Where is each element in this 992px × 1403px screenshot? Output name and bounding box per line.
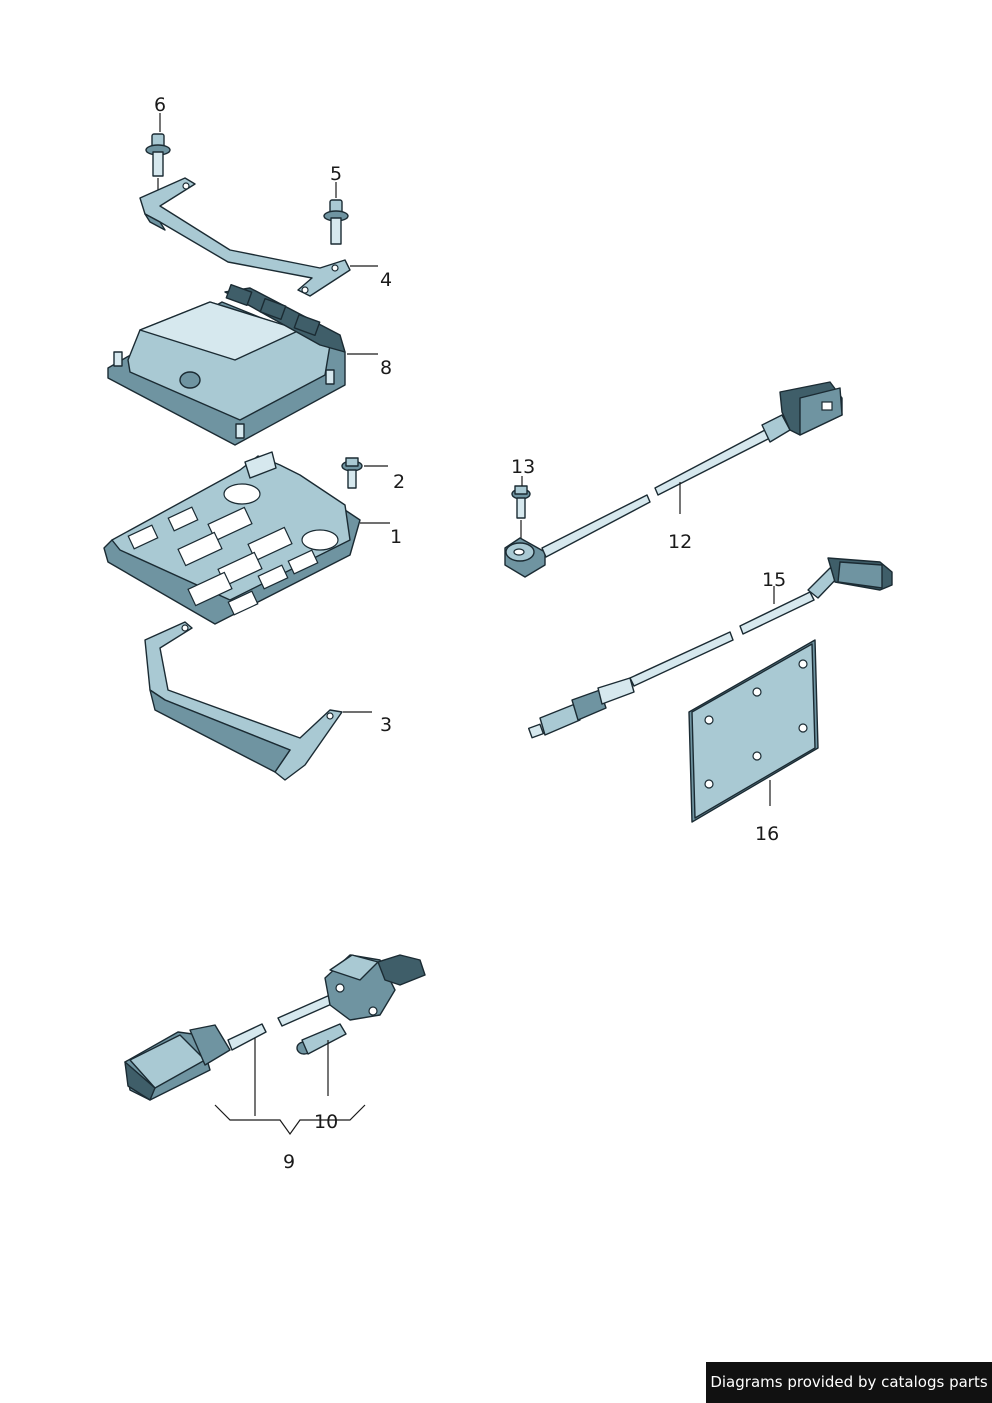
plate-part-16[interactable]	[688, 639, 819, 823]
mounting-tray-part-1[interactable]	[103, 451, 361, 625]
label-5: 5	[330, 163, 342, 185]
label-2: 2	[393, 471, 405, 493]
bolt-part-6[interactable]	[145, 133, 171, 205]
bracket-part-4[interactable]	[139, 177, 351, 297]
label-4: 4	[380, 269, 392, 291]
bolt-part-13[interactable]	[511, 485, 531, 519]
label-16: 16	[755, 823, 779, 845]
screw-part-10[interactable]	[296, 1023, 347, 1055]
screw-part-2[interactable]	[341, 457, 363, 489]
brace-9	[214, 1104, 366, 1136]
label-13: 13	[511, 456, 535, 478]
label-3: 3	[380, 714, 392, 736]
label-8: 8	[380, 357, 392, 379]
label-12: 12	[668, 531, 692, 553]
credit-banner: Diagrams provided by catalogs parts	[706, 1362, 992, 1403]
speed-sensor-part-9[interactable]	[124, 954, 426, 1101]
knock-sensor-part-12[interactable]	[504, 381, 843, 578]
label-6: 6	[154, 94, 166, 116]
bolt-part-5[interactable]	[323, 199, 349, 245]
label-10: 10	[314, 1111, 338, 1133]
oxygen-sensor-part-15[interactable]	[527, 557, 893, 739]
label-9: 9	[283, 1151, 295, 1173]
bracket-part-3[interactable]	[144, 621, 343, 781]
label-15: 15	[762, 569, 786, 591]
label-1: 1	[390, 526, 402, 548]
control-unit-part-8[interactable]	[107, 283, 346, 446]
